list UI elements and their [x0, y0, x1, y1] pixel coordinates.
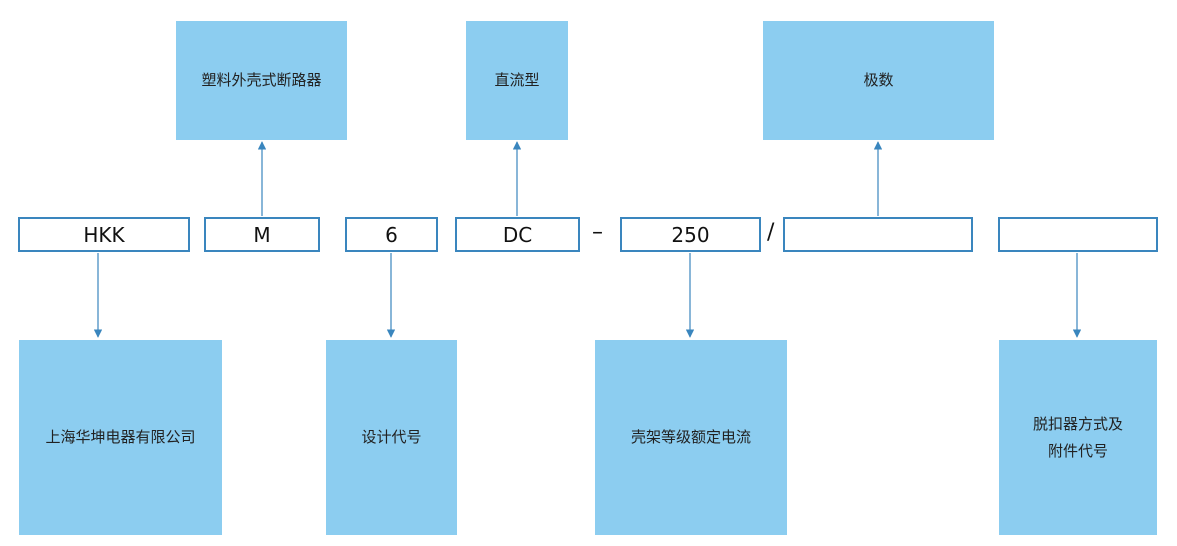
code-frame-current: 250 — [620, 217, 761, 252]
desc-direct-current: 直流型 — [466, 21, 568, 140]
code-brand: HKK — [18, 217, 190, 252]
separator-slash: / — [767, 220, 775, 245]
desc-molded-case: 塑料外壳式断路器 — [176, 21, 347, 140]
code-type: M — [204, 217, 320, 252]
code-design: 6 — [345, 217, 438, 252]
code-poles — [783, 217, 973, 252]
desc-frame-rating: 壳架等级额定电流 — [595, 340, 787, 535]
separator-dash: – — [592, 220, 603, 245]
desc-company: 上海华坤电器有限公司 — [19, 340, 222, 535]
desc-poles: 极数 — [763, 21, 994, 140]
desc-release-accessory: 脱扣器方式及 附件代号 — [999, 340, 1157, 535]
desc-design-code: 设计代号 — [326, 340, 457, 535]
code-release — [998, 217, 1158, 252]
code-current-kind: DC — [455, 217, 580, 252]
